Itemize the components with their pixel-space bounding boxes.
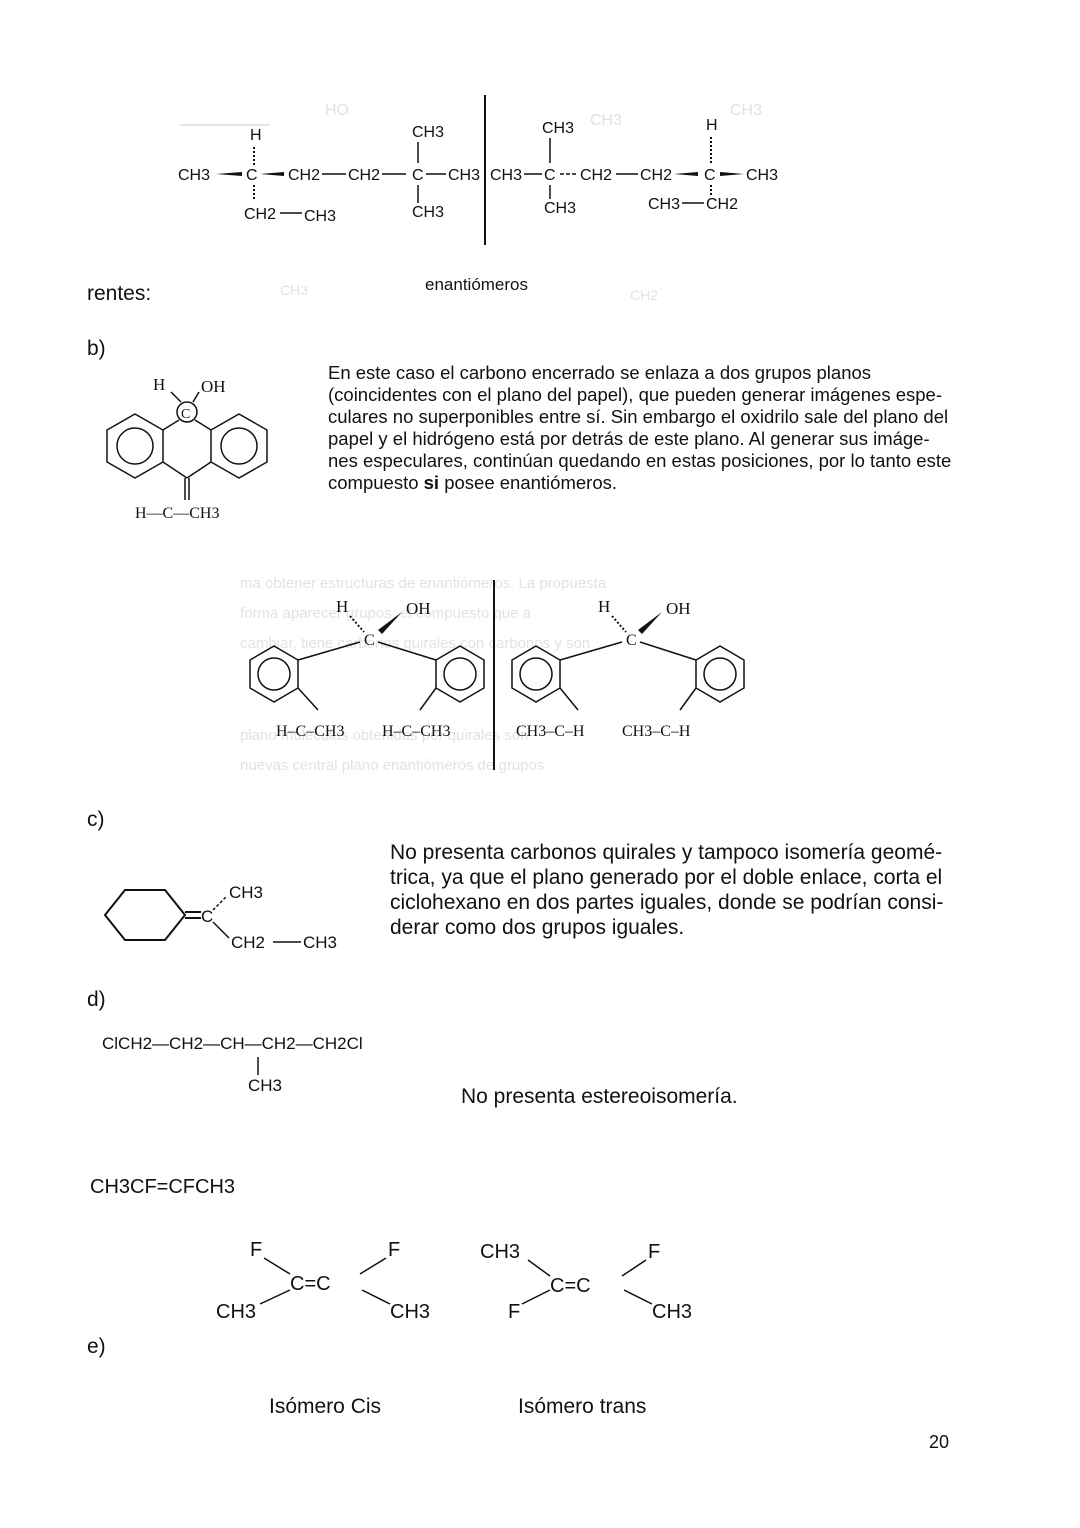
chiral-carbon: C [246, 167, 258, 184]
svg-text:CH3: CH3 [480, 1241, 520, 1263]
h-label: H [598, 597, 610, 616]
enantiomer-pair-figure-b: ma obtener estructuras de enantiómeros. … [240, 575, 745, 774]
ch3-branch: CH3 [248, 1076, 282, 1095]
double-bond-cis: C=C [290, 1273, 331, 1295]
h-label: H [706, 117, 718, 134]
trans-isomer-label: Isómero trans [518, 1395, 647, 1418]
page-number: 20 [929, 1432, 950, 1452]
svg-text:forma aparecer grupos, el comp: forma aparecer grupos, el compuesto que … [240, 605, 532, 622]
anthracene-derivative-figure: H OH C H—C—CH3 [106, 375, 268, 522]
svg-text:CH3: CH3 [390, 1301, 430, 1323]
condensed-formula: ClCH2—CH2—CH—CH2—CH2Cl [102, 1034, 363, 1053]
paragraph-c: No presenta carbonos quirales y tampoco … [390, 841, 944, 939]
cyclohexylidene-figure: C CH3 CH2 CH3 [103, 883, 337, 952]
label-d: d) [87, 988, 106, 1011]
ch2-label: CH2 [706, 196, 738, 213]
circled-carbon [176, 401, 198, 423]
svg-text:cambiar, tiene carbonos quiral: cambiar, tiene carbonos quirales con car… [240, 635, 590, 652]
ch3-label: CH3 [544, 200, 576, 217]
ch3-label: CH3 [178, 167, 210, 184]
h-label: H [250, 127, 262, 144]
svg-text:CH3: CH3 [730, 102, 762, 119]
svg-text:CH2: CH2 [630, 287, 658, 303]
svg-text:nuevas central plano enantióme: nuevas central plano enantiómeros de gru… [240, 757, 544, 774]
quaternary-carbon: C [412, 167, 424, 184]
statement-d: No presenta estereoisomería. [461, 1085, 738, 1108]
dichloro-alkane-figure: ClCH2—CH2—CH—CH2—CH2Cl CH3 [102, 1034, 363, 1095]
ch3-label: CH3 [304, 208, 336, 225]
svg-text:plano moléculas obtenidas por: plano moléculas obtenidas por quirales s… [240, 727, 529, 744]
ch3-label: CH3 [448, 167, 480, 184]
quaternary-carbon: C [544, 167, 556, 184]
cis-isomer-label: Isómero Cis [269, 1395, 382, 1418]
chiral-carbon: C [704, 167, 716, 184]
oh-label: OH [201, 377, 226, 396]
label-b: b) [87, 337, 106, 360]
enantiomer-pair-figure-a: HO CH3 CH3 H CH3 C CH2 CH2 C CH3 CH3 CH3… [178, 95, 778, 303]
double-bond-trans: C=C [550, 1275, 591, 1297]
svg-text:C: C [364, 632, 375, 649]
ch3-label: CH3 [490, 167, 522, 184]
formula-e: CH3CF=CFCH3 [90, 1176, 236, 1198]
svg-text:CH3: CH3 [280, 282, 308, 298]
ch2-label: CH2 [288, 167, 320, 184]
svg-text:C: C [181, 407, 190, 422]
ch3-label: CH3 [542, 120, 574, 137]
ch3-label: CH3 [229, 883, 263, 902]
oh-label: OH [666, 599, 691, 618]
oh-label: OH [406, 599, 431, 618]
svg-text:C: C [626, 632, 637, 649]
svg-text:H–C–CH3: H–C–CH3 [382, 723, 450, 740]
svg-text:CH3: CH3 [590, 112, 622, 129]
label-e: e) [87, 1335, 106, 1358]
svg-text:CH3: CH3 [652, 1301, 692, 1323]
paragraph-b: En este caso el carbono encerrado se enl… [328, 362, 952, 493]
svg-text:CH3–C–H: CH3–C–H [516, 723, 585, 740]
ch3-label: CH3 [746, 167, 778, 184]
ch3-label: CH3 [412, 204, 444, 221]
ch2-label: CH2 [640, 167, 672, 184]
ch2-label: CH2 [580, 167, 612, 184]
ch3-label: CH3 [412, 124, 444, 141]
ch2-label: CH2 [348, 167, 380, 184]
svg-text:F: F [648, 1241, 660, 1263]
ch2-label: CH2 [244, 206, 276, 223]
svg-text:HO: HO [325, 102, 349, 119]
svg-text:CH3: CH3 [216, 1301, 256, 1323]
h-label: H [336, 597, 348, 616]
svg-text:CH3–C–H: CH3–C–H [622, 723, 691, 740]
svg-text:ma obtener estructuras de enan: ma obtener estructuras de enantiómeros. … [240, 575, 607, 592]
svg-text:F: F [388, 1239, 400, 1261]
ethylidene-label: H—C—CH3 [135, 505, 219, 522]
svg-text:F: F [250, 1239, 262, 1261]
svg-text:H–C–CH3: H–C–CH3 [276, 723, 344, 740]
enantiomers-caption: enantiómeros [425, 275, 528, 294]
alkene-carbon: C [201, 907, 213, 926]
ch3-label: CH3 [648, 196, 680, 213]
ch3-label: CH3 [303, 933, 337, 952]
label-rentes: rentes: [87, 282, 152, 305]
ch2-label: CH2 [231, 933, 265, 952]
label-c: c) [87, 808, 105, 831]
h-label: H [153, 375, 165, 394]
cis-trans-figure: F C=C F CH3 CH3 CH3 C=C F F CH3 [216, 1239, 692, 1323]
svg-text:F: F [508, 1301, 520, 1323]
